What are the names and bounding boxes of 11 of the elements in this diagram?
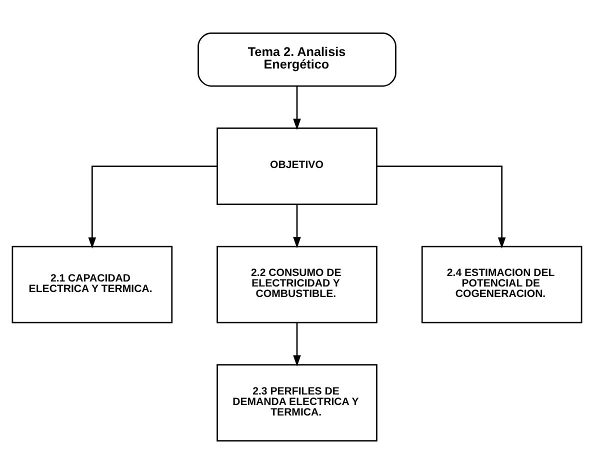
- arrow: [376, 165, 506, 248]
- node-box: Tema 2. Analisis Energético: [198, 32, 396, 86]
- node-box: 2.1 CAPACIDAD ELECTRICA Y TERMICA.: [12, 245, 173, 323]
- arrow: [293, 86, 301, 130]
- node-box: 2.3 PERFILES DE DEMANDA ELECTRICA Y TERMICA.: [216, 364, 378, 441]
- node-box: 2.2 CONSUMO DE ELECTRICIDAD Y COMBUSTIBLE.: [216, 245, 378, 323]
- arrow: [293, 204, 301, 248]
- arrow: [293, 322, 301, 366]
- node-box: OBJETIVO: [216, 127, 378, 204]
- node-box: 2.4 ESTIMACION DEL POTENCIAL DE COGENERACION.: [421, 245, 582, 323]
- arrow: [88, 165, 218, 248]
